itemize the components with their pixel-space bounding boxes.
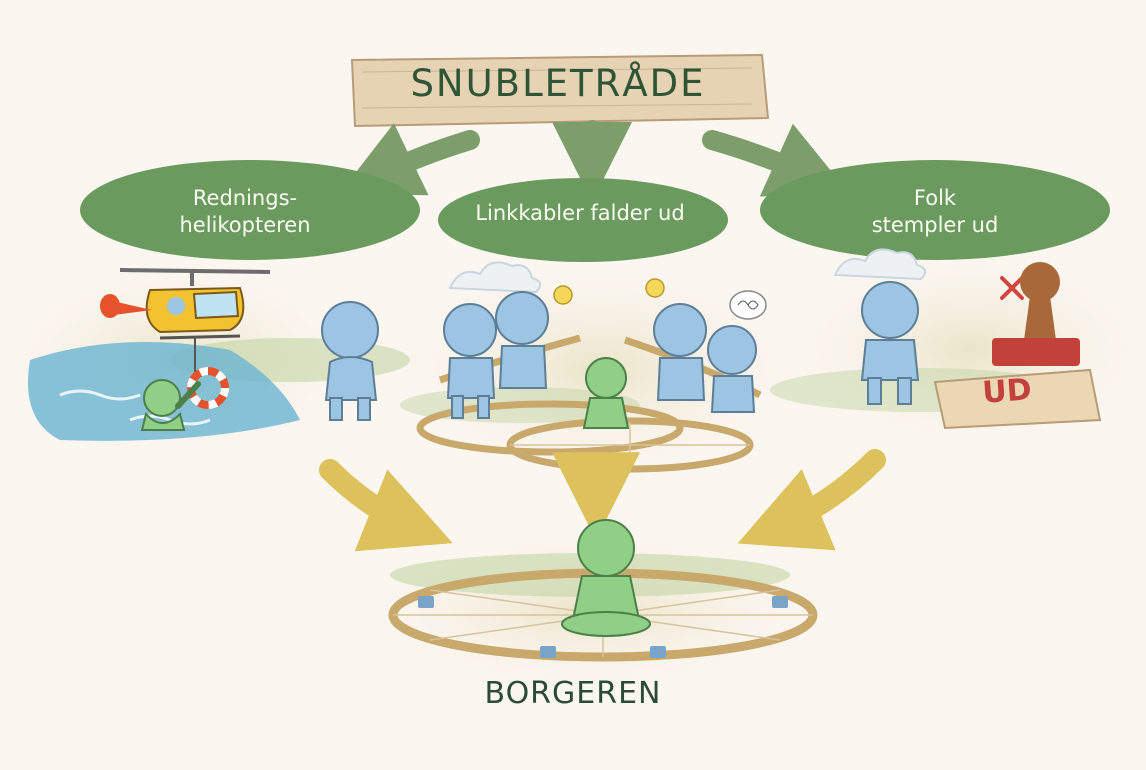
net-clip-icon	[418, 596, 788, 658]
cable-figure-4	[707, 325, 757, 413]
helicopter-scene	[28, 268, 379, 441]
citizen-figure	[561, 519, 651, 637]
arrow-to-helicopter	[339, 123, 480, 196]
top-arrows	[339, 120, 850, 202]
helicopter-icon	[100, 268, 271, 372]
bubble-cables	[438, 178, 728, 262]
x-mark-icon	[1000, 276, 1024, 300]
bubble-stamping	[760, 160, 1110, 260]
cause-label-helicopter: Rednings- helikopteren	[179, 186, 311, 237]
stamp-label: UD	[981, 372, 1033, 411]
tangle-thought-icon	[729, 290, 767, 320]
center-label: BORGEREN	[484, 676, 662, 711]
title-sign	[350, 53, 770, 128]
stamping-figure	[860, 281, 920, 405]
bubble-helicopter	[80, 160, 420, 260]
stamping-scene	[860, 262, 1102, 430]
diagram-title: SNUBLETRÅDE	[410, 62, 706, 105]
cause-bubbles	[80, 160, 1110, 262]
lightbulb-icon	[553, 278, 665, 305]
stamp-icon	[933, 262, 1102, 430]
cause-label-stamping: Folk stempler ud	[871, 186, 999, 237]
arrow-from-stamping	[737, 449, 886, 551]
seated-citizen-figure	[582, 357, 630, 429]
arrow-from-helicopter	[319, 459, 453, 552]
bottom-arrows	[319, 449, 886, 552]
observer-figure	[321, 301, 379, 421]
cable-figure-1	[443, 303, 497, 419]
swimming-citizen-figure	[140, 379, 201, 431]
cable-figure-3	[653, 303, 707, 401]
cause-label-cables: Linkkabler falder ud	[475, 201, 685, 225]
cloud-icon	[448, 248, 927, 294]
rope-ring-outer	[416, 400, 684, 456]
cable-figure-2	[495, 291, 549, 389]
citizen-net	[388, 519, 818, 662]
arrow-to-stamping	[702, 123, 850, 197]
cables-scene	[416, 278, 767, 473]
